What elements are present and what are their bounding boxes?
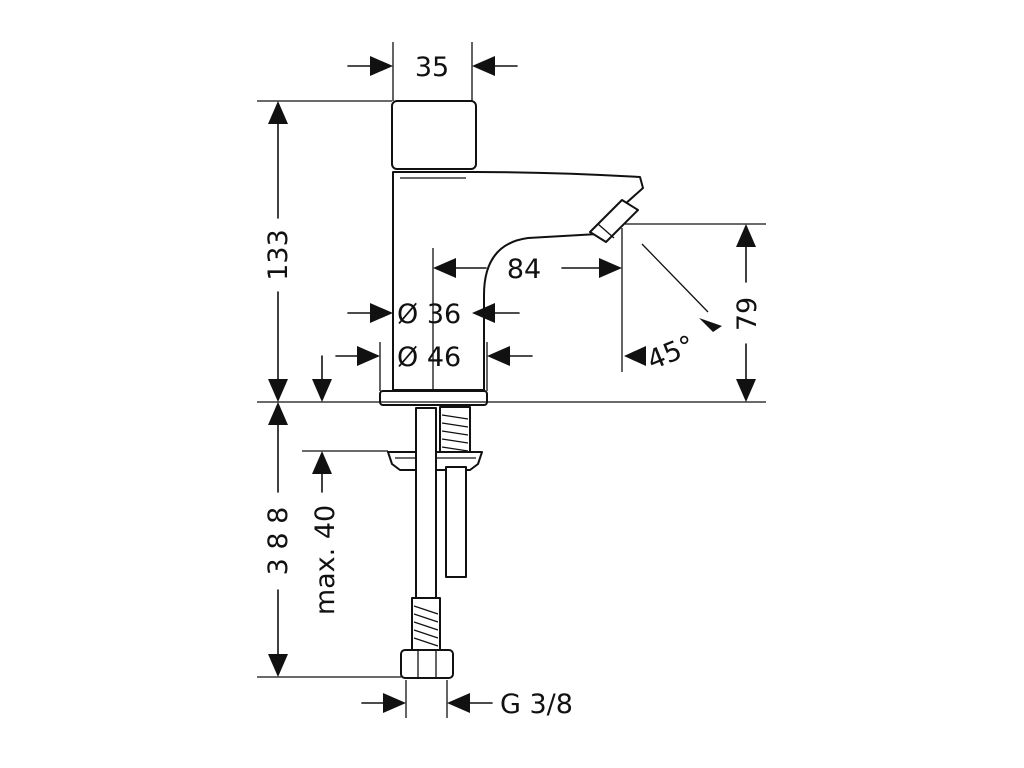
dimension-below-deck-length: 3 8 8	[263, 402, 294, 677]
dimension-label-connection-thread: G 3/8	[500, 689, 573, 720]
dimension-label-spout-projection: 84	[507, 254, 541, 285]
aerator	[589, 199, 639, 243]
dimension-spray-angle: 45°	[624, 243, 722, 377]
dimension-label-outlet-height: 79	[732, 297, 763, 331]
push-button	[391, 100, 477, 170]
dimension-total-height: 133	[263, 101, 294, 402]
dimension-label-handle-width: 35	[415, 52, 449, 83]
dimension-label-body-diameter: Ø 36	[397, 299, 461, 330]
dimension-base-diameter: Ø 46	[335, 342, 533, 391]
dimension-handle-width: 35	[347, 52, 518, 83]
connection-nut	[400, 649, 454, 679]
dimension-label-base-diameter: Ø 46	[397, 342, 461, 373]
fixing-rod	[445, 466, 467, 578]
mounting-hardware	[387, 406, 483, 679]
dimension-label-spray-angle: 45°	[643, 330, 699, 377]
dimension-label-total-height: 133	[263, 229, 294, 281]
dimension-max-deck-thickness: max. 40	[310, 355, 341, 615]
dimension-label-max-deck-thickness: max. 40	[310, 505, 341, 615]
dimension-label-below-deck-length: 3 8 8	[263, 507, 294, 576]
dimension-body-diameter: Ø 36	[347, 299, 520, 330]
supply-hose	[415, 407, 437, 604]
dimension-spout-projection: 84	[432, 228, 623, 392]
dimension-connection-thread: G 3/8	[361, 689, 573, 720]
dimension-outlet-height: 79	[732, 224, 763, 402]
base-ring	[379, 390, 488, 406]
reference-lines	[257, 42, 766, 718]
